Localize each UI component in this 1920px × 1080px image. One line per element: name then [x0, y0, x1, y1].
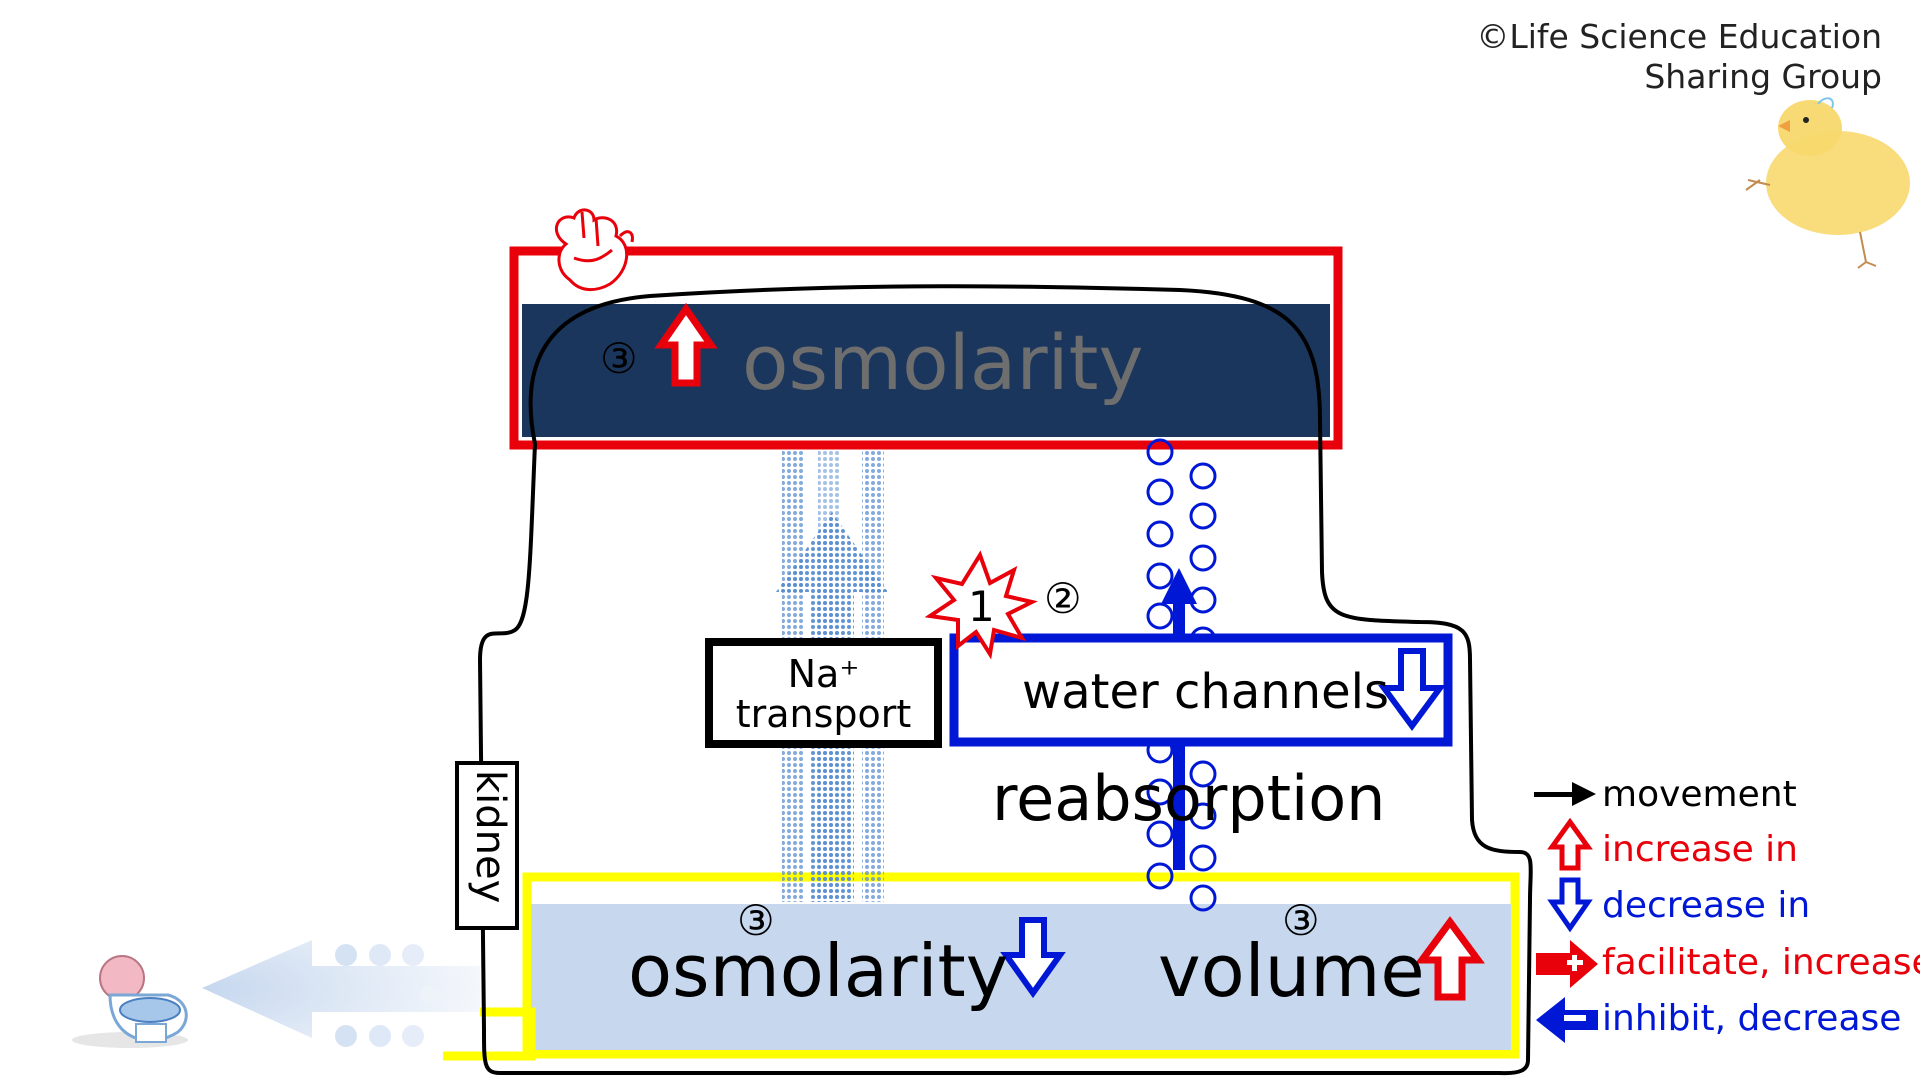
legend-inhibit-arrow-icon [1536, 997, 1598, 1043]
blood-increase-arrow [654, 302, 718, 387]
copyright-line1: ©Life Science Education [1476, 17, 1882, 56]
legend-decrease-label: decrease in [1602, 885, 1811, 926]
urine-volume-label: volume [1158, 929, 1425, 1013]
starburst-step-number: 1 [968, 582, 995, 631]
sodium-transport-line1: Na⁺ [787, 652, 860, 696]
legend-movement-arrow-icon [1534, 782, 1596, 806]
kidney-label-box [455, 761, 519, 930]
legend-icons [1534, 782, 1598, 1043]
sodium-transport-line2: transport [735, 692, 912, 736]
urine-volume-increase-arrow [1415, 916, 1485, 1001]
starburst-icon [924, 550, 1038, 660]
blood-compartment [509, 246, 1343, 450]
water-channels-label: water channels [1022, 664, 1389, 720]
water-channels-step-marker: ② [1044, 574, 1082, 623]
urine-osmolarity-label: osmolarity [628, 929, 1009, 1013]
heart-icon [554, 208, 634, 291]
urine-osmolarity-step-marker: ③ [737, 896, 775, 945]
urine-volume-step-marker: ③ [1282, 896, 1320, 945]
excretion-arrow [202, 940, 480, 1047]
legend-facilitate-label: facilitate, increase [1602, 942, 1920, 983]
kidney-label: kidney [467, 770, 513, 904]
toilet-icon [72, 955, 188, 1048]
blood-osmolarity-label: osmolarity [742, 318, 1144, 407]
legend-increase-arrow-icon [1547, 817, 1593, 871]
water-channels-box [949, 633, 1453, 747]
legend-increase-label: increase in [1602, 829, 1798, 870]
legend-inhibit-label: inhibit, decrease [1602, 998, 1902, 1039]
chick-icon [1745, 97, 1910, 269]
legend-decrease-arrow-icon [1547, 877, 1593, 933]
copyright-line2: Sharing Group [1644, 57, 1882, 96]
blood-step-marker: ③ [600, 334, 638, 383]
kidney-outline [477, 284, 1533, 1076]
water-channels-decrease-arrow [1378, 648, 1446, 732]
legend-movement-label: movement [1602, 774, 1797, 815]
legend-facilitate-arrow-icon [1536, 940, 1598, 988]
reabsorption-label: reabsorption [992, 762, 1386, 835]
sodium-transport-box [705, 638, 942, 748]
urine-osmolarity-decrease-arrow [1000, 917, 1066, 999]
